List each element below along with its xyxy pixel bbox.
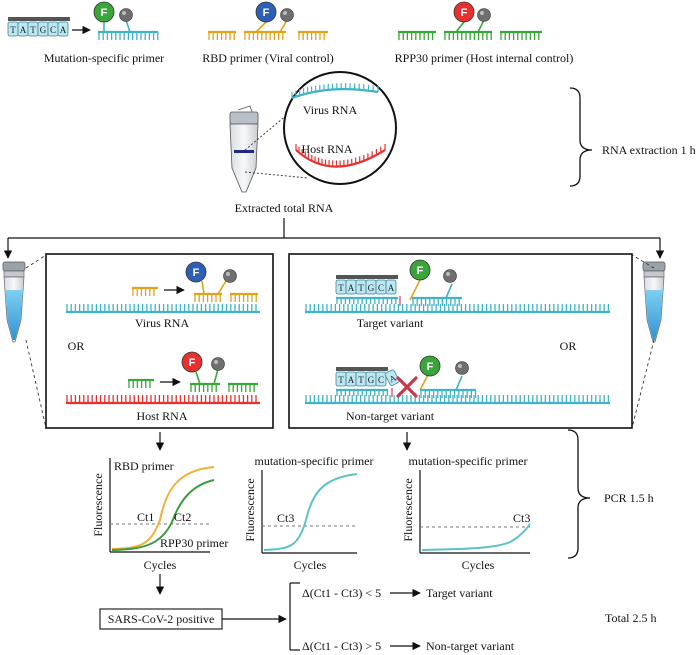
svg-text:T: T bbox=[358, 375, 364, 385]
extraction-step-label: RNA extraction 1 h bbox=[602, 143, 696, 157]
extraction-brace bbox=[569, 87, 593, 187]
left-pcr-tube-icon bbox=[2, 261, 26, 343]
quencher-icon bbox=[211, 357, 225, 371]
svg-text:C: C bbox=[378, 283, 384, 293]
plot1-rpp30-label: RPP30 primer bbox=[160, 536, 228, 550]
fluorophore-icon bbox=[453, 1, 475, 23]
quencher-icon bbox=[477, 8, 491, 22]
rpp30-primer-legend: F RPP30 primer (Host internal control) bbox=[395, 1, 574, 65]
plot1-xlabel: Cycles bbox=[144, 558, 177, 572]
svg-text:F: F bbox=[427, 361, 434, 373]
svg-text:A: A bbox=[348, 283, 355, 293]
rpp30-curve bbox=[111, 479, 215, 551]
host-rna-strand bbox=[295, 144, 386, 168]
total-time-label: Total 2.5 h bbox=[605, 611, 657, 625]
svg-text:F: F bbox=[417, 265, 424, 277]
svg-text:T: T bbox=[30, 25, 36, 35]
svg-text:A: A bbox=[60, 25, 67, 35]
plot1-rbd-label: RBD primer bbox=[114, 459, 174, 473]
pcr-brace bbox=[567, 429, 591, 559]
result-nontarget-variant: Non-target variant bbox=[426, 639, 515, 653]
plot3-ylabel: Fluorescence bbox=[401, 478, 415, 541]
fluorophore-icon bbox=[255, 1, 277, 23]
svg-text:C: C bbox=[378, 375, 384, 385]
svg-text:F: F bbox=[193, 267, 200, 279]
nontarget-curve bbox=[421, 523, 531, 551]
plot1-ct2-label: Ct2 bbox=[174, 510, 191, 524]
svg-text:T: T bbox=[338, 283, 344, 293]
quencher-icon bbox=[119, 8, 133, 22]
sars-cov-2-positive-label: SARS-CoV-2 positive bbox=[108, 612, 215, 626]
right-pcr-tube-icon bbox=[642, 261, 666, 343]
rbd-primer-glyph: F bbox=[208, 1, 328, 40]
left-host-rna-label: Host RNA bbox=[136, 409, 187, 423]
plot2-ct3-label: Ct3 bbox=[277, 511, 294, 525]
quencher-icon bbox=[455, 361, 469, 375]
quencher-icon bbox=[223, 269, 237, 283]
plot2-xlabel: Cycles bbox=[294, 558, 327, 572]
svg-text:C: C bbox=[50, 25, 56, 35]
fluorophore-icon bbox=[185, 261, 207, 283]
mutation-primer-label: Mutation-specific primer bbox=[44, 51, 164, 65]
target-curve bbox=[263, 473, 358, 551]
blocked-extension-icon bbox=[396, 376, 418, 398]
plot1-ct1-label: Ct1 bbox=[137, 510, 154, 524]
svg-text:G: G bbox=[368, 375, 375, 385]
plot2-title: mutation-specific primer bbox=[255, 454, 374, 468]
plot1-ylabel: Fluorescence bbox=[91, 473, 105, 536]
svg-text:A: A bbox=[20, 25, 27, 35]
svg-text:F: F bbox=[101, 7, 108, 19]
svg-text:G: G bbox=[40, 25, 47, 35]
svg-text:G: G bbox=[368, 283, 375, 293]
fluorophore-icon bbox=[93, 1, 115, 23]
svg-text:A: A bbox=[388, 283, 395, 293]
result-target-variant: Target variant bbox=[426, 586, 493, 600]
left-detection-panel bbox=[45, 253, 274, 429]
svg-text:F: F bbox=[189, 357, 196, 369]
right-target-variant-label: Target variant bbox=[357, 316, 424, 330]
plot-control-amplification: Fluorescence Cycles RBD primer RPP30 pri… bbox=[91, 458, 228, 572]
rbd-primer-label: RBD primer (Viral control) bbox=[202, 51, 334, 65]
plot-target-variant: mutation-specific primer Fluorescence Cy… bbox=[243, 454, 373, 572]
left-virus-rna-label: Virus RNA bbox=[135, 316, 190, 330]
svg-text:T: T bbox=[10, 25, 16, 35]
svg-text:A: A bbox=[348, 375, 355, 385]
left-panel-artwork: FF bbox=[66, 261, 260, 405]
svg-text:T: T bbox=[358, 283, 364, 293]
rbd-primer-legend: F RBD primer (Viral control) bbox=[202, 1, 334, 65]
svg-text:T: T bbox=[338, 375, 344, 385]
quencher-icon bbox=[443, 269, 457, 283]
extraction-tube-icon bbox=[229, 105, 259, 193]
quencher-icon bbox=[280, 8, 294, 22]
plot2-ylabel: Fluorescence bbox=[243, 478, 257, 541]
plot-nontarget-variant: mutation-specific primer Fluorescence Cy… bbox=[401, 454, 531, 572]
condition-greater-than: Δ(Ct1 - Ct3) > 5 bbox=[302, 639, 381, 653]
extracted-rna-caption: Extracted total RNA bbox=[235, 201, 334, 215]
host-rna-circle-label: Host RNA bbox=[301, 142, 352, 156]
condition-less-than: Δ(Ct1 - Ct3) < 5 bbox=[302, 586, 381, 600]
svg-text:F: F bbox=[461, 7, 468, 19]
rbd-curve bbox=[111, 466, 215, 550]
svg-text:A: A bbox=[387, 372, 398, 384]
right-nontarget-variant-label: Non-target variant bbox=[346, 409, 435, 423]
virus-rna-circle-label: Virus RNA bbox=[303, 103, 358, 117]
right-or-label: OR bbox=[560, 339, 577, 353]
right-detection-panel bbox=[288, 253, 633, 429]
svg-text:F: F bbox=[263, 7, 270, 19]
pcr-step-label: PCR 1.5 h bbox=[604, 491, 654, 505]
rpp30-primer-glyph: F bbox=[398, 1, 542, 40]
fluorophore-icon bbox=[419, 355, 441, 377]
fluorophore-icon bbox=[409, 259, 431, 281]
left-or-label: OR bbox=[68, 339, 85, 353]
virus-rna-strand bbox=[291, 83, 379, 100]
plot3-ct3-label: Ct3 bbox=[513, 511, 530, 525]
fluorophore-icon bbox=[181, 351, 203, 373]
rpp30-primer-label: RPP30 primer (Host internal control) bbox=[395, 51, 574, 65]
plot3-title: mutation-specific primer bbox=[409, 454, 528, 468]
plot3-xlabel: Cycles bbox=[462, 558, 495, 572]
